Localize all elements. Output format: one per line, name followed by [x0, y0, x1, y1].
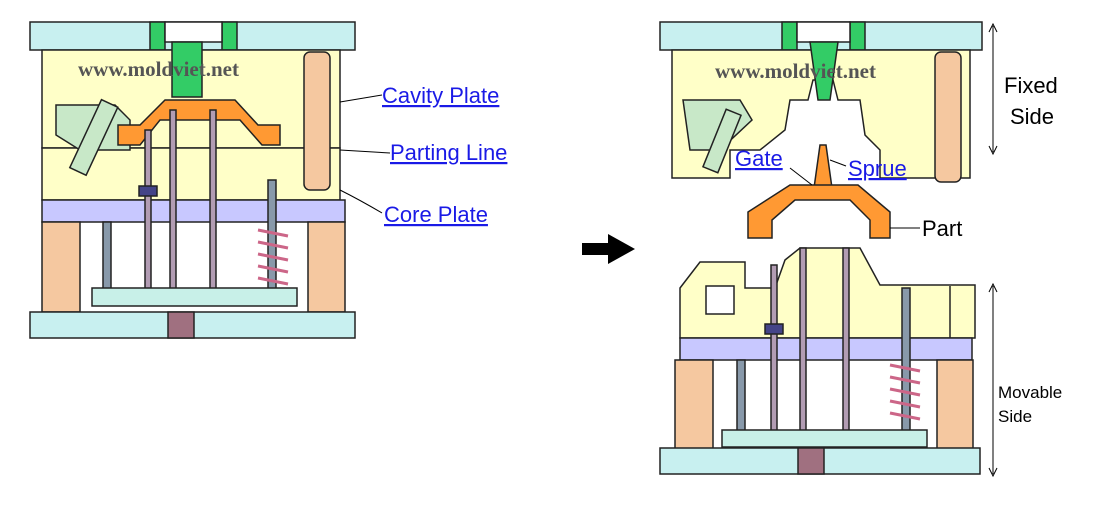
open-arrow [582, 234, 635, 264]
ejected-part-body [747, 184, 891, 239]
movable-support-left [674, 359, 714, 451]
movable-half [659, 247, 981, 475]
sprue-bushing-left-block [149, 21, 166, 51]
leader-gate [789, 167, 813, 186]
fixed-side-arrow [988, 22, 998, 156]
leader-sprue [829, 159, 847, 167]
movable-support-right [936, 359, 974, 451]
ejector-spring [257, 228, 289, 286]
movable-ejector-plate [721, 429, 928, 448]
core-plate [41, 199, 346, 223]
label-movable-side-line1: Movable [998, 383, 1062, 402]
fixed-sprue [809, 41, 839, 101]
leader-parting-line [339, 149, 391, 154]
guide-pillar [303, 51, 331, 191]
ejected-part [747, 144, 891, 239]
ejector-pin-1 [144, 129, 152, 296]
leader-cavity-plate [339, 94, 383, 103]
fixed-half [659, 21, 983, 183]
angle-pin [68, 98, 119, 177]
sprue-bushing-right-block [221, 21, 238, 51]
movable-ejector-pin-3 [842, 247, 850, 436]
watermark-right: www.moldviet.net [715, 59, 876, 83]
label-fixed-side-line2: Side [1010, 104, 1054, 129]
return-pin [267, 179, 277, 296]
pin-block [138, 185, 158, 197]
support-pillar-left [41, 221, 81, 313]
fixed-angle-pin [701, 108, 743, 174]
movable-ejector-spring [889, 363, 921, 421]
label-part: Part [922, 216, 962, 241]
watermark-left: www.moldviet.net [78, 57, 239, 81]
movable-ejector-knockout [797, 447, 825, 475]
movable-core-plate [679, 337, 973, 361]
label-fixed-side-line1: Fixed [1004, 73, 1058, 98]
closed-mold [29, 21, 356, 339]
movable-ejector-pin-2 [799, 247, 807, 436]
label-sprue[interactable]: Sprue [848, 156, 907, 181]
sprue [171, 41, 203, 98]
movable-return-pin [901, 287, 911, 436]
movable-side-arrow [988, 282, 998, 478]
label-gate[interactable]: Gate [735, 146, 783, 171]
molded-part [117, 99, 281, 146]
label-movable-side-line2: Side [998, 407, 1032, 426]
movable-pin-block [764, 323, 784, 335]
leader-core-plate [339, 189, 383, 214]
ejector-pin-3 [209, 109, 217, 296]
label-core-plate[interactable]: Core Plate [384, 202, 488, 227]
ejector-pin-2 [169, 109, 177, 296]
support-pillar-right [307, 221, 346, 313]
ejector-plate [91, 287, 298, 307]
ejected-sprue [813, 144, 833, 189]
movable-core-block-slot [705, 285, 735, 315]
label-cavity-plate[interactable]: Cavity Plate [382, 83, 499, 108]
movable-rod-left [736, 359, 746, 436]
fixed-guide-pillar [934, 51, 962, 183]
sprue-bushing [164, 21, 223, 43]
ejector-knockout [167, 311, 195, 339]
label-parting-line[interactable]: Parting Line [390, 140, 507, 165]
movable-ejector-pin-1 [770, 264, 778, 436]
rod-left [102, 221, 112, 295]
